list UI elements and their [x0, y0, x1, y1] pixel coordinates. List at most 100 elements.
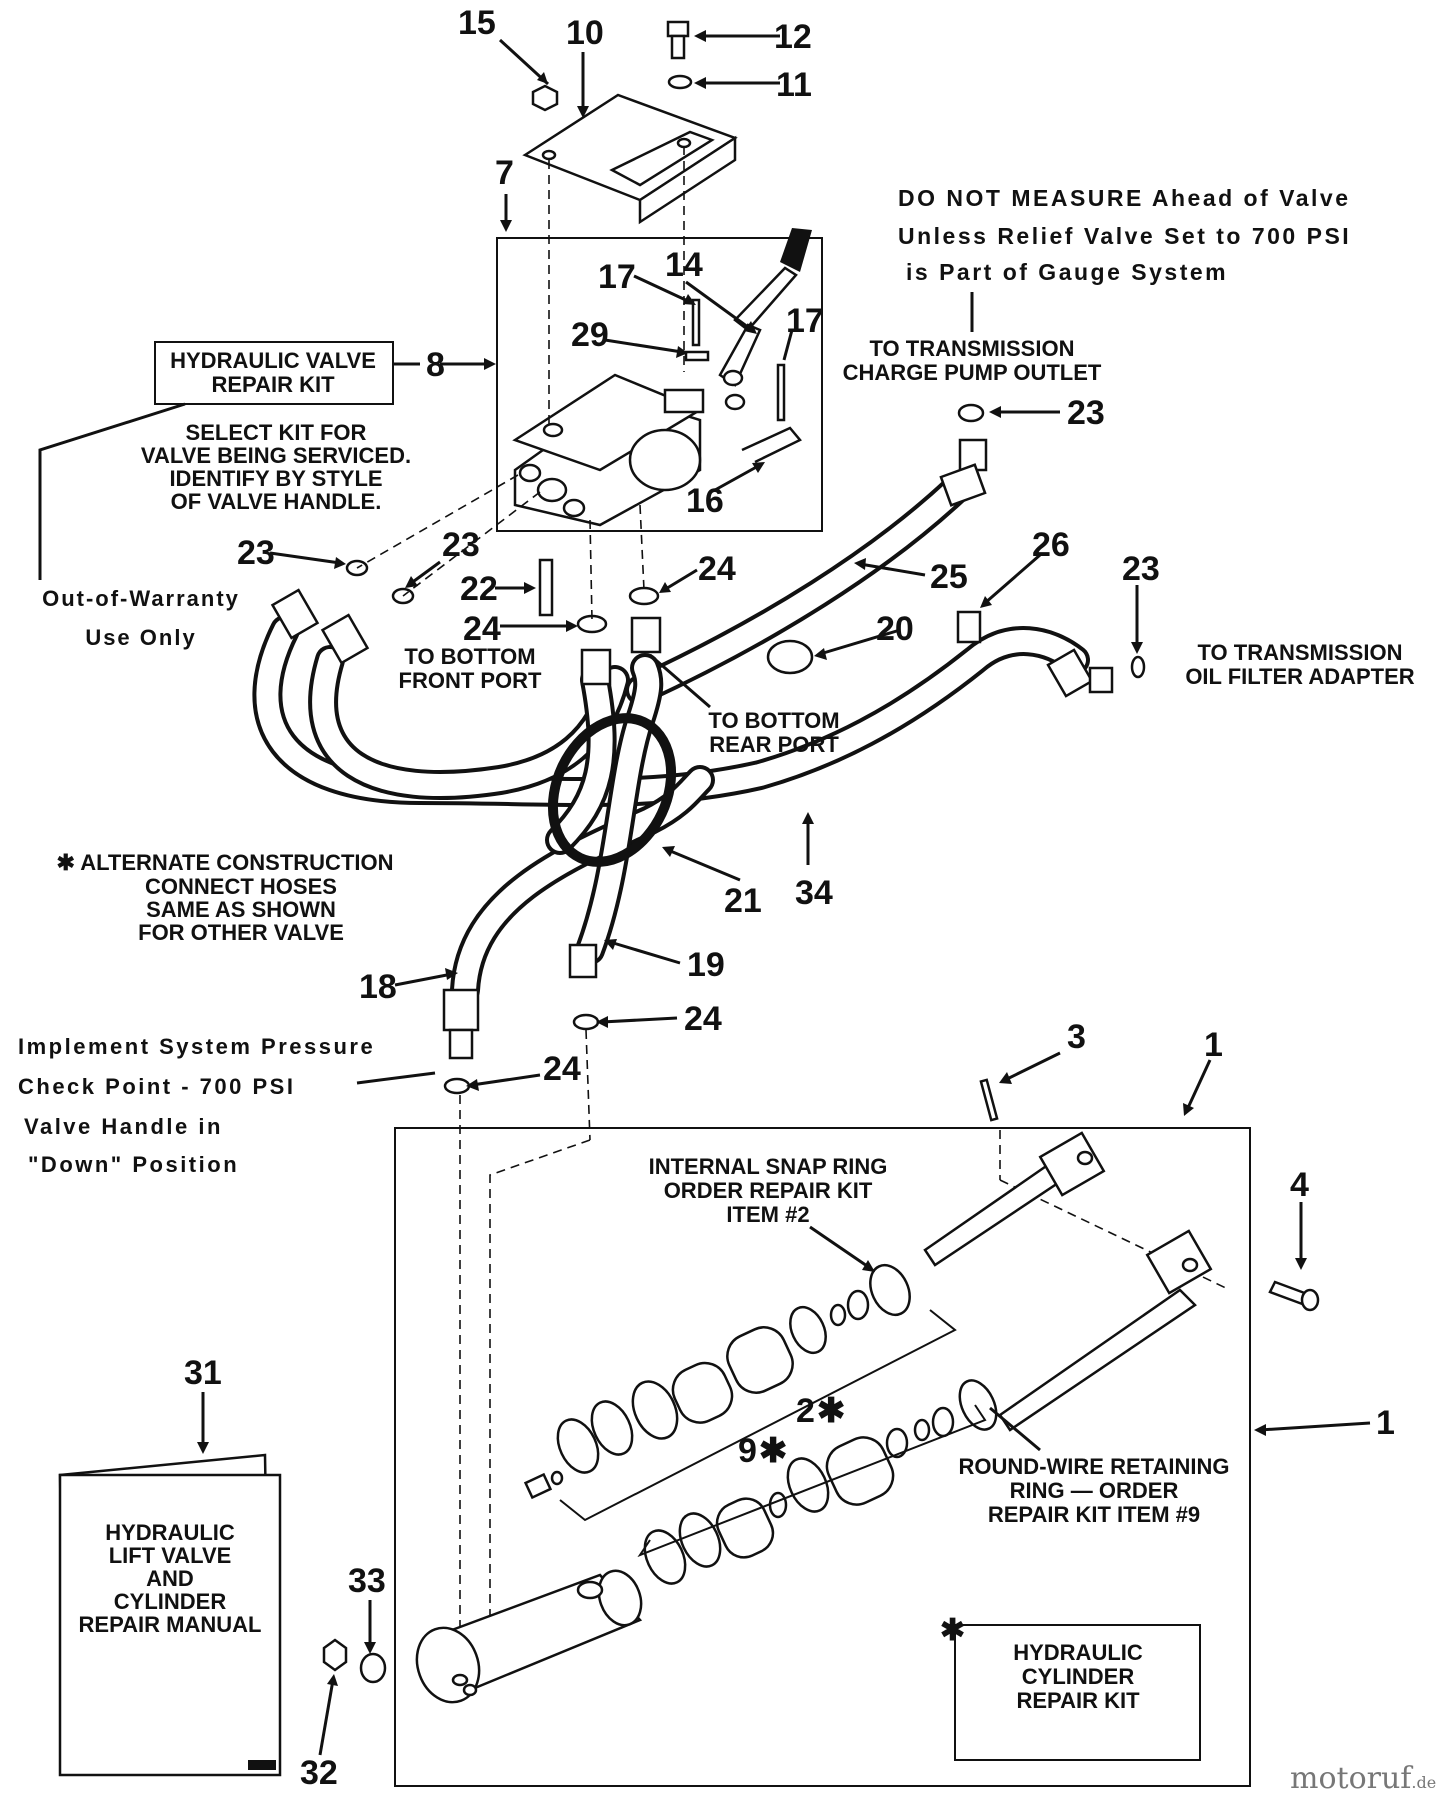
label-24a: 24: [463, 610, 501, 648]
svg-text:Check Point - 700 PSI: Check Point - 700 PSI: [18, 1074, 295, 1099]
label-22: 22: [460, 570, 498, 608]
svg-text:is Part of Gauge System: is Part of Gauge System: [906, 259, 1228, 285]
cylinder-repair-kit-box: [954, 1624, 1201, 1761]
svg-text:ORDER REPAIR KIT: ORDER REPAIR KIT: [664, 1178, 873, 1203]
svg-text:SAME AS SHOWN: SAME AS SHOWN: [146, 897, 336, 922]
note-cylinder-repair-kit: ✱ HYDRAULIC CYLINDER REPAIR KIT: [940, 1614, 1143, 1713]
label-14: 14: [665, 246, 703, 284]
label-19: 19: [687, 946, 725, 984]
svg-text:Unless Relief Valve Set to 700: Unless Relief Valve Set to 700 PSI: [898, 223, 1351, 249]
svg-text:TO BOTTOM: TO BOTTOM: [404, 644, 535, 669]
note-implement-pressure: Implement System Pressure Check Point - …: [18, 1034, 373, 1177]
link-part-16: [741, 426, 802, 464]
seal-parts-upper: [523, 1263, 911, 1500]
clip-part-26: [956, 610, 982, 644]
svg-text:ROUND-WIRE RETAINING: ROUND-WIRE RETAINING: [959, 1454, 1230, 1479]
repair-manual-part-31: [58, 1453, 282, 1777]
label-33: 33: [348, 1562, 386, 1600]
watermark: motoruf.de: [1290, 1761, 1436, 1796]
cotter-pin-part-17b: [776, 363, 786, 422]
note-valve-repair-kit: HYDRAULIC VALVE REPAIR KIT: [170, 348, 376, 397]
svg-text:AND: AND: [146, 1566, 194, 1591]
label-24d: 24: [543, 1050, 581, 1088]
label-29: 29: [571, 316, 609, 354]
label-10: 10: [566, 14, 604, 52]
bracket-part-10: [522, 93, 738, 225]
valve-repair-kit-box: [154, 341, 394, 405]
svg-text:OF VALVE HANDLE.: OF VALVE HANDLE.: [171, 489, 382, 514]
label-3: 3: [1067, 1018, 1086, 1056]
svg-text:REPAIR KIT: REPAIR KIT: [1016, 1688, 1140, 1713]
svg-text:✱: ✱: [940, 1614, 965, 1647]
label-23b: 23: [237, 534, 275, 572]
washer-part-11: [667, 74, 693, 90]
label-17b: 17: [786, 302, 824, 340]
leader-lines: [38, 30, 1371, 1756]
clevis-pin-part-4: [1268, 1280, 1320, 1312]
note-to-transmission-filter: TO TRANSMISSION OIL FILTER ADAPTER: [1185, 640, 1414, 689]
label-9: 9✱: [738, 1432, 787, 1470]
note-to-bottom-front: TO BOTTOM FRONT PORT: [399, 644, 543, 693]
svg-text:TO BOTTOM: TO BOTTOM: [708, 708, 839, 733]
svg-text:CYLINDER: CYLINDER: [114, 1589, 227, 1614]
label-23a: 23: [1067, 394, 1105, 432]
note-alternate-construction: ✱ ALTERNATE CONSTRUCTION CONNECT HOSES S…: [56, 850, 393, 945]
label-8: 8: [426, 346, 445, 384]
cylinder-assembly-box: [394, 1127, 1251, 1787]
svg-text:REPAIR KIT ITEM #9: REPAIR KIT ITEM #9: [988, 1502, 1200, 1527]
cotter-pin-part-17a: [691, 298, 701, 347]
label-11: 11: [776, 66, 812, 104]
label-7: 7: [495, 154, 514, 192]
svg-text:CONNECT HOSES: CONNECT HOSES: [145, 874, 337, 899]
label-31: 31: [184, 1354, 222, 1392]
svg-text:LIFT VALVE: LIFT VALVE: [109, 1543, 232, 1568]
nut-part-15: [531, 84, 559, 112]
note-internal-snap-ring: INTERNAL SNAP RING ORDER REPAIR KIT ITEM…: [649, 1154, 888, 1227]
svg-text:OIL FILTER ADAPTER: OIL FILTER ADAPTER: [1185, 664, 1414, 689]
label-24b: 24: [698, 550, 736, 588]
svg-text:REPAIR KIT: REPAIR KIT: [211, 372, 335, 397]
svg-text:Use Only: Use Only: [85, 625, 196, 650]
label-23d: 23: [1122, 550, 1160, 588]
pin-part-29: [684, 350, 710, 362]
note-to-transmission-charge: TO TRANSMISSION CHARGE PUMP OUTLET: [843, 336, 1102, 385]
note-do-not-measure: DO NOT MEASURE Ahead of Valve Unless Rel…: [898, 185, 1351, 285]
svg-text:CHARGE PUMP OUTLET: CHARGE PUMP OUTLET: [843, 360, 1102, 385]
svg-text:HYDRAULIC: HYDRAULIC: [105, 1520, 235, 1545]
note-out-of-warranty: Out-of-Warranty Use Only: [42, 586, 240, 650]
label-2: 2✱: [796, 1392, 845, 1430]
valve-handle-part-14: [718, 228, 812, 411]
cylinder-rod-upper: [923, 1131, 1106, 1267]
label-24c: 24: [684, 1000, 722, 1038]
cotter-pin-part-3: [979, 1078, 999, 1122]
label-20: 20: [876, 610, 914, 648]
label-23c: 23: [442, 526, 480, 564]
hose-clamp-ring-part-21: [547, 713, 677, 867]
note-select-kit: SELECT KIT FOR VALVE BEING SERVICED. IDE…: [141, 420, 411, 514]
label-34: 34: [795, 874, 833, 912]
hoses: [252, 475, 1090, 1005]
note-round-wire: ROUND-WIRE RETAINING RING — ORDER REPAIR…: [959, 1454, 1230, 1527]
svg-text:✱ ALTERNATE CONSTRUCTION: ✱ ALTERNATE CONSTRUCTION: [56, 850, 393, 875]
washer-part-33: [359, 1652, 387, 1684]
svg-text:REPAIR MANUAL: REPAIR MANUAL: [79, 1612, 262, 1637]
svg-text:"Down" Position: "Down" Position: [28, 1152, 239, 1177]
cylinder-rod-lower: [998, 1229, 1213, 1432]
label-16: 16: [686, 482, 724, 520]
svg-text:Valve Handle in: Valve Handle in: [24, 1114, 223, 1139]
svg-text:INTERNAL SNAP RING: INTERNAL SNAP RING: [649, 1154, 888, 1179]
svg-text:TO TRANSMISSION: TO TRANSMISSION: [870, 336, 1075, 361]
svg-text:RING — ORDER: RING — ORDER: [1010, 1478, 1179, 1503]
label-17a: 17: [598, 258, 636, 296]
label-15: 15: [458, 4, 496, 42]
note-manual-cover: HYDRAULIC LIFT VALVE AND CYLINDER REPAIR…: [79, 1520, 262, 1637]
valve-kit-box: [496, 237, 823, 532]
label-18: 18: [359, 968, 397, 1006]
label-1-top: 1: [1204, 1026, 1223, 1064]
svg-text:Out-of-Warranty: Out-of-Warranty: [42, 586, 240, 611]
svg-text:FRONT PORT: FRONT PORT: [399, 668, 543, 693]
svg-text:REAR PORT: REAR PORT: [709, 732, 839, 757]
fittings: [270, 438, 1114, 1060]
bolt-part-22: [538, 558, 554, 617]
label-26: 26: [1032, 526, 1070, 564]
